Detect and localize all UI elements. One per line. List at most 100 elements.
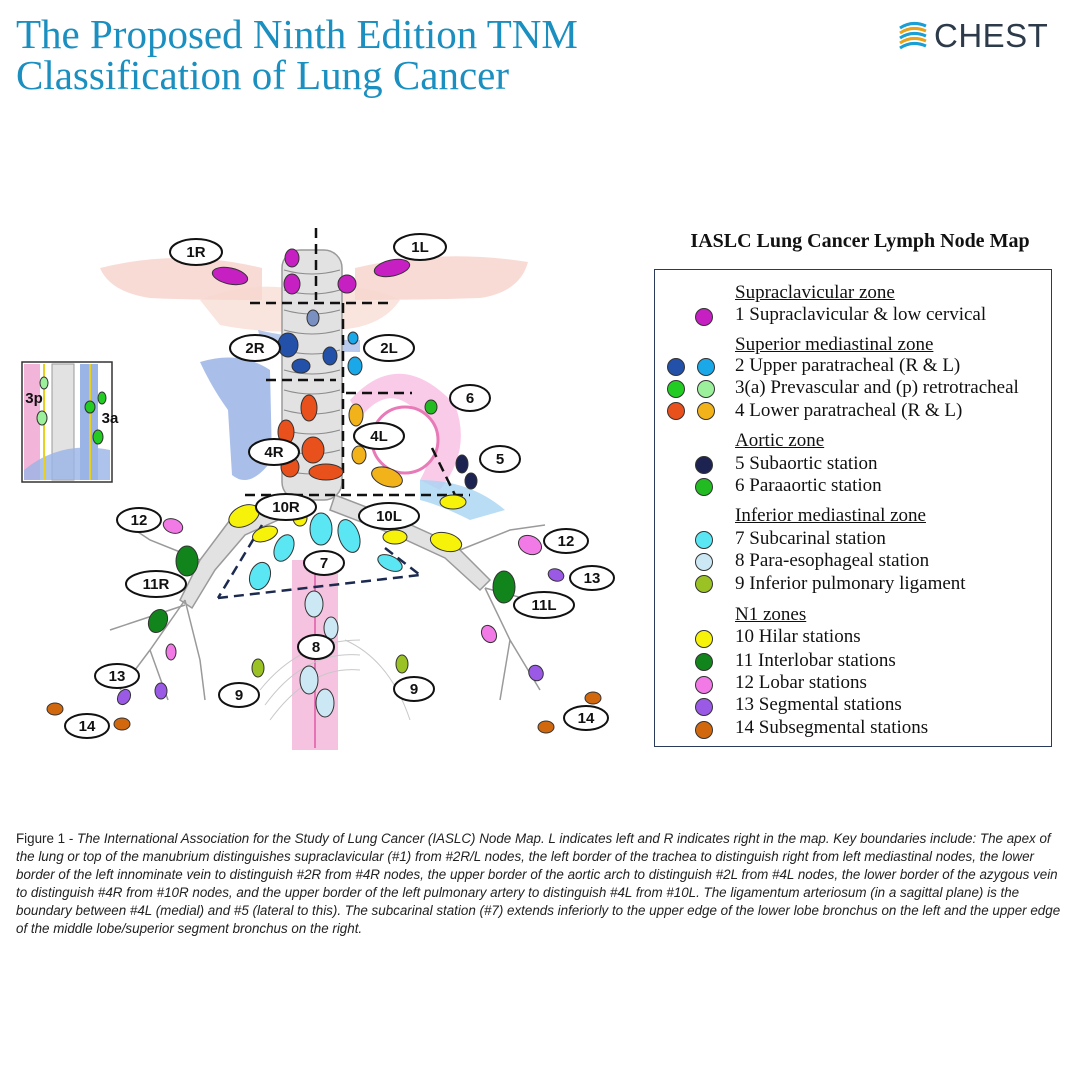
node-4l-b: [351, 445, 367, 465]
node-8-a: [304, 590, 324, 618]
node-8-b: [323, 616, 339, 640]
node-4r-e: [308, 463, 344, 481]
label-10r: 10R: [272, 499, 300, 516]
node-11l: [492, 570, 516, 604]
legend-title: IASLC Lung Cancer Lymph Node Map: [690, 230, 1030, 252]
node-3p-a: [39, 376, 49, 390]
dot-station-2l: [697, 358, 715, 376]
label-10l: 10L: [376, 508, 402, 525]
node-4r-a: [300, 394, 318, 422]
dot-station-14: [695, 721, 713, 739]
dot-station-8: [695, 553, 713, 571]
node-7-a: [309, 512, 333, 546]
subcarinal-boundary: [217, 573, 421, 600]
lymph-node-diagram: 1R 1L 2R 2L 3p 3a 4R 4L 5 6 7 8 9 9 10R …: [21, 228, 615, 750]
item-station-4: 4 Lower paratracheal (R & L): [735, 400, 963, 421]
node-4r-c: [301, 436, 325, 464]
node-5-b: [464, 472, 478, 490]
chest-logo-icon: [899, 21, 927, 50]
dot-station-6: [695, 478, 713, 496]
label-13-right: 13: [109, 668, 126, 685]
node-3a-c: [92, 429, 104, 445]
chest-logo-text: CHEST: [934, 17, 1049, 54]
label-2r: 2R: [245, 340, 264, 357]
dot-station-5: [695, 456, 713, 474]
node-1-mid-a: [284, 248, 300, 268]
label-9-left: 9: [410, 681, 418, 698]
node-13r-b: [154, 682, 168, 700]
dot-station-1: [695, 308, 713, 326]
node-9-left: [395, 654, 409, 674]
caption-text: The International Association for the St…: [16, 831, 1061, 936]
node-3a-b: [84, 400, 96, 414]
label-8: 8: [312, 639, 320, 656]
node-12l-b: [480, 624, 498, 644]
item-station-13: 13 Segmental stations: [735, 694, 902, 715]
label-1l: 1L: [411, 239, 429, 256]
zone-supraclavicular: Supraclavicular zone: [735, 282, 895, 303]
node-1-mid-c: [337, 274, 357, 294]
node-10l-a: [382, 529, 408, 545]
node-7-b: [337, 519, 361, 553]
node-3a-a: [97, 391, 107, 405]
node-14l-b: [537, 720, 555, 734]
label-14-left: 14: [578, 710, 595, 727]
node-9-right: [251, 658, 265, 678]
dot-station-11: [695, 653, 713, 671]
label-3p: 3p: [25, 390, 43, 407]
node-2r-a: [277, 332, 299, 358]
item-station-2: 2 Upper paratracheal (R & L): [735, 355, 961, 376]
station-labels: 1R 1L 2R 2L 3p 3a 4R 4L 5 6 7 8 9 9 10R …: [25, 233, 615, 739]
node-14r-b: [113, 717, 131, 731]
caption-label: Figure 1 -: [16, 831, 78, 846]
node-4l-c: [371, 466, 403, 488]
node-13l-a: [547, 568, 565, 582]
node-5-a: [455, 454, 469, 474]
label-5: 5: [496, 451, 504, 468]
node-12l-a: [517, 534, 543, 556]
dot-station-4l: [697, 402, 715, 420]
label-13-left: 13: [584, 570, 601, 587]
title-line-2: Classification of Lung Cancer: [16, 52, 510, 98]
item-station-3: 3(a) Prevascular and (p) retrotracheal: [735, 377, 1019, 398]
label-14-right: 14: [79, 718, 96, 735]
label-11r: 11R: [143, 576, 170, 593]
item-station-1: 1 Supraclavicular & low cervical: [735, 304, 987, 325]
label-6: 6: [466, 390, 474, 407]
node-8-c: [299, 665, 319, 695]
item-station-8: 8 Para-esophageal station: [735, 550, 930, 571]
label-3a: 3a: [102, 410, 119, 427]
node-12r-a: [162, 518, 184, 534]
node-2r-d: [306, 309, 320, 327]
item-station-10: 10 Hilar stations: [735, 626, 861, 647]
node-2r-c: [322, 346, 338, 366]
node-2r-b: [291, 358, 311, 374]
node-6: [424, 399, 438, 415]
dot-station-3p: [697, 380, 715, 398]
item-station-12: 12 Lobar stations: [735, 672, 867, 693]
item-station-5: 5 Subaortic station: [735, 453, 878, 474]
lymph-nodes: [36, 248, 602, 734]
node-14r-a: [46, 702, 64, 716]
dot-station-2r: [667, 358, 685, 376]
item-station-9: 9 Inferior pulmonary ligament: [735, 573, 966, 594]
node-8-d: [315, 688, 335, 718]
dot-station-7: [695, 531, 713, 549]
zone-n1: N1 zones: [735, 604, 807, 625]
dot-station-3a: [667, 380, 685, 398]
node-2l-a: [347, 356, 363, 376]
label-4r: 4R: [264, 444, 283, 461]
label-1r: 1R: [186, 244, 205, 261]
node-7-d: [248, 561, 272, 591]
node-3p-b: [36, 410, 48, 426]
label-12-left: 12: [558, 533, 575, 550]
item-station-7: 7 Subcarinal station: [735, 528, 886, 549]
node-11r-b: [147, 608, 169, 634]
label-12-right: 12: [131, 512, 148, 529]
inset-3p-3a: [21, 361, 113, 483]
node-14l-a: [584, 691, 602, 705]
dot-station-10: [695, 630, 713, 648]
node-7-e: [377, 554, 403, 572]
label-9-right: 9: [235, 687, 243, 704]
node-2l-b: [347, 331, 359, 345]
